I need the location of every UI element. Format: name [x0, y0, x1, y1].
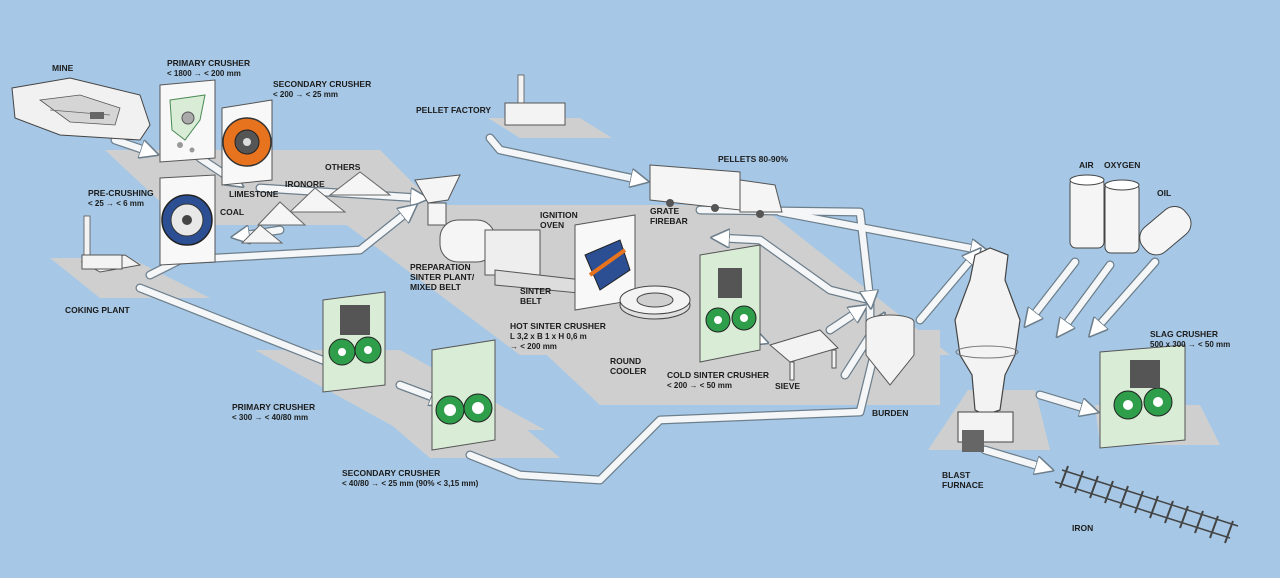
secondary-crusher-top-spec: < 200 → < 25 mm	[273, 90, 338, 99]
sieve-illustration	[768, 329, 839, 381]
pre-crushing-illustration	[159, 174, 216, 266]
oxygen-label: OXYGEN	[1104, 160, 1140, 170]
secondary-crusher-bottom-illustration	[431, 339, 496, 451]
oil-label: OIL	[1157, 188, 1171, 198]
primary-crusher-bottom-label: PRIMARY CRUSHER	[232, 402, 315, 412]
sinter-belt-label-1: SINTER	[520, 286, 551, 296]
blast-furnace-label-2: FURNACE	[942, 480, 984, 490]
ignition-label: IGNITION	[540, 210, 578, 220]
blast-furnace-illustration	[954, 247, 1021, 452]
cold-sinter-crusher-illustration	[699, 244, 761, 363]
preparation-label-3: MIXED BELT	[410, 282, 462, 292]
cold-sinter-spec: < 200 → < 50 mm	[667, 381, 732, 390]
primary-crusher-bottom-illustration	[322, 291, 386, 393]
oven-label: OVEN	[540, 220, 564, 230]
ironore-pile	[288, 187, 347, 213]
air-label: AIR	[1079, 160, 1094, 170]
air-tank	[1069, 174, 1105, 249]
grate-label: GRATE	[650, 206, 679, 216]
hot-sinter-spec-1: L 3,2 x B 1 x H 0,6 m	[510, 332, 587, 341]
slag-crusher-label: SLAG CRUSHER	[1150, 329, 1218, 339]
pellets-label: PELLETS 80-90%	[718, 154, 788, 164]
coal-pile	[240, 224, 284, 244]
pellet-factory-illustration	[504, 74, 566, 126]
secondary-crusher-top-illustration	[221, 99, 273, 186]
labels: MINE PRIMARY CRUSHER < 1800 → < 200 mm S…	[52, 58, 1230, 533]
primary-crusher-bottom-spec: < 300 → < 40/80 mm	[232, 413, 308, 422]
preparation-label-1: PREPARATION	[410, 262, 471, 272]
coking-plant-label: COKING PLANT	[65, 305, 131, 315]
others-pile	[328, 171, 392, 196]
pre-crushing-label: PRE-CRUSHING	[88, 188, 154, 198]
oil-tank	[1139, 205, 1192, 256]
burden-label: BURDEN	[872, 408, 908, 418]
limestone-pile	[256, 201, 307, 226]
mixer-hopper	[414, 174, 461, 226]
secondary-crusher-bottom-label: SECONDARY CRUSHER	[342, 468, 440, 478]
pellet-truck-illustration	[649, 164, 783, 218]
railway-track	[1054, 465, 1239, 544]
mine-label: MINE	[52, 63, 74, 73]
pre-crushing-spec: < 25 → < 6 mm	[88, 199, 144, 208]
iron-label: IRON	[1072, 523, 1093, 533]
gas-tanks	[1069, 174, 1192, 256]
sinter-belt-label-2: BELT	[520, 296, 542, 306]
slag-crusher-illustration	[1099, 344, 1186, 449]
hot-sinter-spec-2: → < 200 mm	[510, 342, 557, 351]
primary-crusher-top-illustration	[159, 79, 216, 163]
hot-sinter-crusher-illustration	[574, 214, 636, 311]
ironore-label: IRONORE	[285, 179, 325, 189]
round-cooler	[619, 285, 691, 320]
hot-sinter-label: HOT SINTER CRUSHER	[510, 321, 606, 331]
sinter-line	[439, 219, 601, 296]
coking-plant-illustration	[80, 215, 142, 273]
stockpiles	[240, 171, 392, 244]
coal-label: COAL	[220, 207, 244, 217]
burden-silo	[865, 314, 915, 386]
preparation-label-2: SINTER PLANT/	[410, 272, 475, 282]
sieve-label: SIEVE	[775, 381, 800, 391]
limestone-label: LIMESTONE	[229, 189, 279, 199]
pellet-factory-label: PELLET FACTORY	[416, 105, 491, 115]
primary-crusher-top-label: PRIMARY CRUSHER	[167, 58, 250, 68]
round-cooler-label-1: ROUND	[610, 356, 641, 366]
others-label: OTHERS	[325, 162, 361, 172]
secondary-crusher-bottom-spec: < 40/80 → < 25 mm (90% < 3,15 mm)	[342, 479, 479, 488]
round-cooler-label-2: COOLER	[610, 366, 646, 376]
mine-illustration	[11, 77, 151, 141]
primary-crusher-top-spec: < 1800 → < 200 mm	[167, 69, 241, 78]
secondary-crusher-top-label: SECONDARY CRUSHER	[273, 79, 371, 89]
blast-furnace-label-1: BLAST	[942, 470, 971, 480]
slag-crusher-spec: 500 x 300 → < 50 mm	[1150, 340, 1230, 349]
oxygen-tank	[1104, 179, 1140, 254]
firebar-label: FIREBAR	[650, 216, 688, 226]
cold-sinter-label: COLD SINTER CRUSHER	[667, 370, 769, 380]
